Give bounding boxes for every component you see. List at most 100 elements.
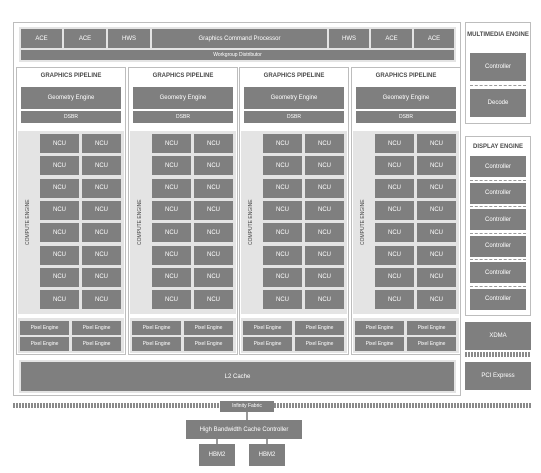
geometry-engine: Geometry Engine — [356, 87, 456, 109]
ncu: NCU — [375, 267, 414, 287]
multimedia-engine-title: MULTIMEDIA ENGINE — [467, 32, 529, 38]
workgroup-distributor: Workgroup Distributor — [21, 50, 454, 60]
ncu: NCU — [263, 200, 302, 220]
hws-block: HWS — [329, 29, 369, 48]
ncu: NCU — [263, 245, 302, 265]
display-controller: Controller — [470, 262, 526, 283]
ncu: NCU — [40, 290, 79, 310]
dsbr: DSBR — [21, 111, 121, 123]
pixel-engine: Pixel Engine — [295, 321, 344, 335]
ncu: NCU — [82, 223, 121, 243]
l2-cache: L2 Cache — [21, 362, 454, 391]
ncu: NCU — [375, 134, 414, 153]
pixel-engine: Pixel Engine — [72, 321, 121, 335]
ncu: NCU — [152, 223, 191, 243]
connector — [246, 412, 248, 420]
display-controller: Controller — [470, 235, 526, 257]
pixel-engine: Pixel Engine — [407, 337, 456, 351]
connector — [266, 439, 268, 444]
ncu: NCU — [152, 156, 191, 176]
ncu: NCU — [152, 245, 191, 265]
ncu: NCU — [305, 245, 344, 265]
ncu: NCU — [40, 245, 79, 265]
ncu: NCU — [40, 178, 79, 198]
geometry-engine: Geometry Engine — [21, 87, 121, 109]
dsbr: DSBR — [244, 111, 344, 123]
hatched-divider — [465, 352, 531, 357]
ncu: NCU — [305, 290, 344, 310]
ncu: NCU — [417, 200, 456, 220]
ncu: NCU — [375, 156, 414, 176]
ncu: NCU — [263, 134, 302, 153]
connector — [216, 439, 218, 444]
ncu: NCU — [305, 223, 344, 243]
display-controller: Controller — [470, 182, 526, 204]
ncu: NCU — [194, 267, 233, 287]
ncu: NCU — [194, 245, 233, 265]
ncu: NCU — [194, 156, 233, 176]
ncu: NCU — [263, 178, 302, 198]
ncu: NCU — [40, 200, 79, 220]
ncu: NCU — [82, 290, 121, 310]
pixel-engine: Pixel Engine — [355, 337, 404, 351]
hws-block: HWS — [108, 29, 150, 48]
display-controller: Controller — [470, 156, 526, 177]
ncu: NCU — [82, 178, 121, 198]
ncu: NCU — [194, 200, 233, 220]
ncu: NCU — [40, 156, 79, 176]
xdma: XDMA — [465, 322, 531, 350]
ncu: NCU — [417, 156, 456, 176]
ncu: NCU — [375, 178, 414, 198]
ncu: NCU — [417, 245, 456, 265]
dsbr: DSBR — [133, 111, 233, 123]
ncu: NCU — [152, 267, 191, 287]
pixel-engine: Pixel Engine — [20, 321, 69, 335]
ncu: NCU — [375, 290, 414, 310]
ncu: NCU — [82, 245, 121, 265]
ncu: NCU — [194, 178, 233, 198]
pixel-engine: Pixel Engine — [243, 337, 292, 351]
graphics-pipeline-title: GRAPHICS PIPELINE — [152, 73, 214, 79]
display-controller: Controller — [470, 288, 526, 310]
ncu: NCU — [375, 223, 414, 243]
pixel-engine: Pixel Engine — [407, 321, 456, 335]
ncu: NCU — [152, 200, 191, 220]
separator — [470, 259, 526, 260]
geometry-engine: Geometry Engine — [133, 87, 233, 109]
graphics-command-processor: Graphics Command Processor — [152, 29, 327, 48]
ace-block: ACE — [414, 29, 454, 48]
compute-engine-label: COMPUTE ENGINE — [248, 199, 254, 246]
graphics-pipeline-title: GRAPHICS PIPELINE — [40, 73, 102, 79]
ncu: NCU — [417, 134, 456, 153]
separator — [470, 206, 526, 207]
pixel-engine: Pixel Engine — [132, 321, 181, 335]
ncu: NCU — [305, 267, 344, 287]
ncu: NCU — [263, 267, 302, 287]
ncu: NCU — [194, 223, 233, 243]
ncu: NCU — [305, 156, 344, 176]
pixel-engine: Pixel Engine — [72, 337, 121, 351]
ncu: NCU — [305, 134, 344, 153]
graphics-pipeline-title: GRAPHICS PIPELINE — [263, 73, 325, 79]
separator — [470, 179, 526, 181]
ncu: NCU — [82, 156, 121, 176]
ncu: NCU — [263, 290, 302, 310]
ncu: NCU — [375, 200, 414, 220]
ncu: NCU — [40, 134, 79, 153]
ncu: NCU — [375, 245, 414, 265]
geometry-engine: Geometry Engine — [244, 87, 344, 109]
compute-engine-label: COMPUTE ENGINE — [137, 199, 143, 246]
display-engine-title: DISPLAY ENGINE — [472, 144, 523, 150]
multimedia-controller: Controller — [470, 53, 526, 81]
ncu: NCU — [417, 267, 456, 287]
multimedia-decode: Decode — [470, 89, 526, 117]
pixel-engine: Pixel Engine — [243, 321, 292, 335]
dsbr: DSBR — [356, 111, 456, 123]
pixel-engine: Pixel Engine — [20, 337, 69, 351]
separator — [470, 85, 526, 86]
hbm2-memory: HBM2 — [249, 444, 285, 466]
ncu: NCU — [417, 223, 456, 243]
pci-express: PCI Express — [465, 362, 531, 390]
compute-engine-label: COMPUTE ENGINE — [25, 199, 31, 246]
separator — [470, 285, 526, 287]
